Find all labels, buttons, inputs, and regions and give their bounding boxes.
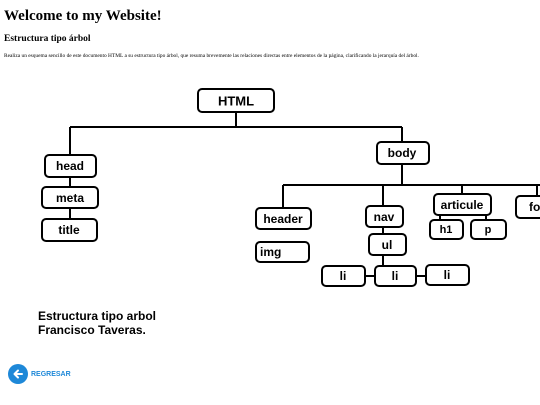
diagram-caption: Estructura tipo arbol Francisco Taveras. [38, 309, 156, 337]
node-h1: h1 [429, 219, 464, 240]
section-title: Estructura tipo árbol [4, 34, 91, 44]
node-header-label: header [263, 212, 303, 226]
node-body: body [376, 141, 430, 165]
arrow-left-icon [8, 364, 28, 384]
node-li-left: li [321, 265, 366, 287]
node-title: title [41, 218, 98, 242]
node-meta-label: meta [56, 191, 84, 205]
node-meta: meta [41, 186, 99, 209]
node-li-right: li [425, 264, 470, 286]
node-footer: fo [515, 195, 540, 219]
node-ul-label: ul [382, 238, 393, 252]
node-p: p [470, 219, 507, 240]
tree-edges [69, 112, 540, 277]
caption-line-2: Francisco Taveras. [38, 323, 146, 337]
node-li-center: li [374, 265, 417, 287]
node-li-center-label: li [392, 269, 399, 283]
caption-line-1: Estructura tipo arbol [38, 309, 157, 323]
node-li-right-label: li [444, 268, 451, 282]
node-html-label: HTML [218, 94, 254, 109]
node-article: articule [433, 193, 492, 216]
node-body-label: body [388, 146, 417, 160]
node-head: head [44, 154, 97, 178]
node-header: header [255, 207, 312, 230]
node-nav-label: nav [374, 210, 395, 224]
node-h1-label: h1 [440, 224, 453, 236]
node-ul: ul [368, 233, 407, 256]
node-nav: nav [365, 205, 404, 228]
node-head-label: head [56, 159, 84, 173]
node-title-label: title [58, 223, 80, 237]
node-img: img [255, 241, 310, 263]
node-p-label: p [485, 224, 492, 236]
instructions-text: Realiza un esquema sencillo de este docu… [4, 53, 419, 59]
page-title: Welcome to my Website! [4, 8, 162, 24]
node-img-label: img [260, 245, 281, 259]
node-li-left-label: li [340, 269, 347, 283]
node-html: HTML [197, 88, 275, 113]
node-article-label: articule [441, 198, 484, 212]
back-button-label: REGRESAR [31, 370, 71, 378]
back-button[interactable]: REGRESAR [8, 364, 71, 384]
node-footer-label: fo [529, 200, 540, 214]
